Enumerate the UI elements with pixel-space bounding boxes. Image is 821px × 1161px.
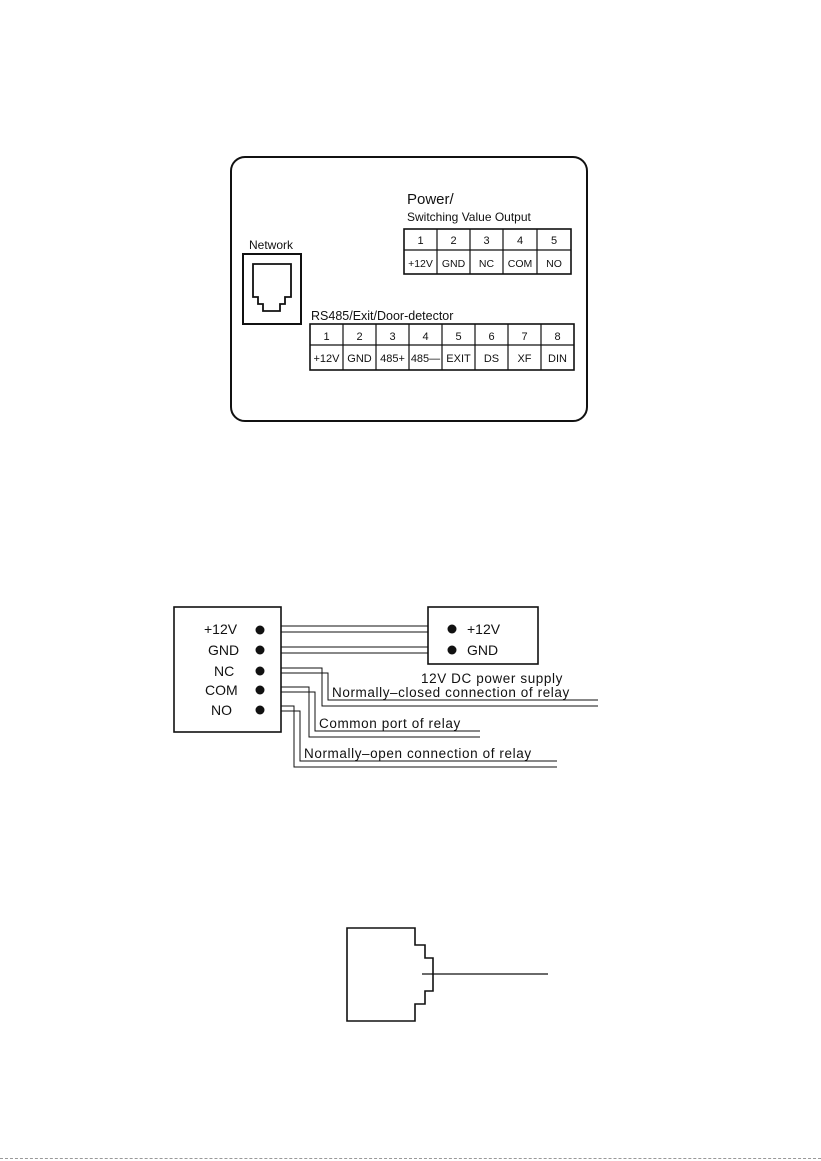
- supply-label-gnd: GND: [467, 642, 498, 658]
- terminal-label-nc: NC: [214, 663, 234, 679]
- rs485-pin-number-4: 4: [422, 331, 428, 343]
- power-pin-number-3: 3: [483, 235, 489, 247]
- rs485-pin-label-3: 485+: [380, 353, 405, 365]
- no-caption: Normally–open connection of relay: [304, 746, 532, 761]
- page-bottom-rule: [0, 1158, 821, 1159]
- terminal-dot-no: [256, 706, 265, 715]
- terminal-dot-12v: [256, 626, 265, 635]
- terminal-dot-gnd: [256, 646, 265, 655]
- power-pin-number-1: 1: [417, 235, 423, 247]
- rs485-pin-number-8: 8: [554, 331, 560, 343]
- rj45-port-sketch: [347, 928, 548, 1021]
- device-panel: Network Power/ Switching Value Output 1 +…: [231, 157, 587, 421]
- rs485-pin-number-1: 1: [323, 331, 329, 343]
- rs485-pin-number-6: 6: [488, 331, 494, 343]
- power-pin-label-1: +12V: [408, 258, 433, 270]
- terminal-label-com: COM: [205, 682, 238, 698]
- com-caption: Common port of relay: [319, 716, 461, 731]
- rs485-pin-number-3: 3: [389, 331, 395, 343]
- rs485-pin-number-2: 2: [356, 331, 362, 343]
- network-label: Network: [249, 238, 294, 252]
- power-pin-label-5: NO: [546, 258, 562, 270]
- power-pin-label-4: COM: [508, 258, 533, 270]
- supply-dot-gnd: [448, 646, 457, 655]
- terminal-label-12v: +12V: [204, 621, 238, 637]
- rs485-pin-number-5: 5: [455, 331, 461, 343]
- terminal-label-gnd: GND: [208, 642, 239, 658]
- rj45-jack-icon: [253, 264, 291, 311]
- power-title: Power/: [407, 191, 455, 208]
- rs485-pin-label-8: DIN: [548, 353, 567, 365]
- wiring-diagram: +12V GND NC COM NO +12V GND 12V DC power…: [174, 607, 598, 767]
- rs485-title: RS485/Exit/Door-detector: [311, 309, 453, 323]
- rs485-pin-label-7: XF: [517, 353, 531, 365]
- rs485-pin-label-6: DS: [484, 353, 499, 365]
- rs485-pin-label-4: 485—: [411, 353, 440, 365]
- terminal-label-no: NO: [211, 702, 232, 718]
- rs485-pin-number-7: 7: [521, 331, 527, 343]
- power-pin-number-4: 4: [517, 235, 523, 247]
- terminal-dot-nc: [256, 667, 265, 676]
- rs485-pin-label-1: +12V: [314, 353, 341, 365]
- power-subtitle: Switching Value Output: [407, 210, 532, 224]
- supply-caption: 12V DC power supply: [421, 671, 563, 686]
- nc-caption: Normally–closed connection of relay: [332, 685, 570, 700]
- rj45-port-outline-icon: [347, 928, 433, 1021]
- rs485-pin-label-5: EXIT: [446, 353, 471, 365]
- terminal-dot-com: [256, 686, 265, 695]
- power-pin-label-2: GND: [442, 258, 466, 270]
- supply-label-12v: +12V: [467, 621, 501, 637]
- power-pin-number-2: 2: [450, 235, 456, 247]
- rs485-pin-label-2: GND: [347, 353, 372, 365]
- supply-dot-12v: [448, 625, 457, 634]
- power-pin-label-3: NC: [479, 258, 495, 270]
- power-pin-number-5: 5: [551, 235, 557, 247]
